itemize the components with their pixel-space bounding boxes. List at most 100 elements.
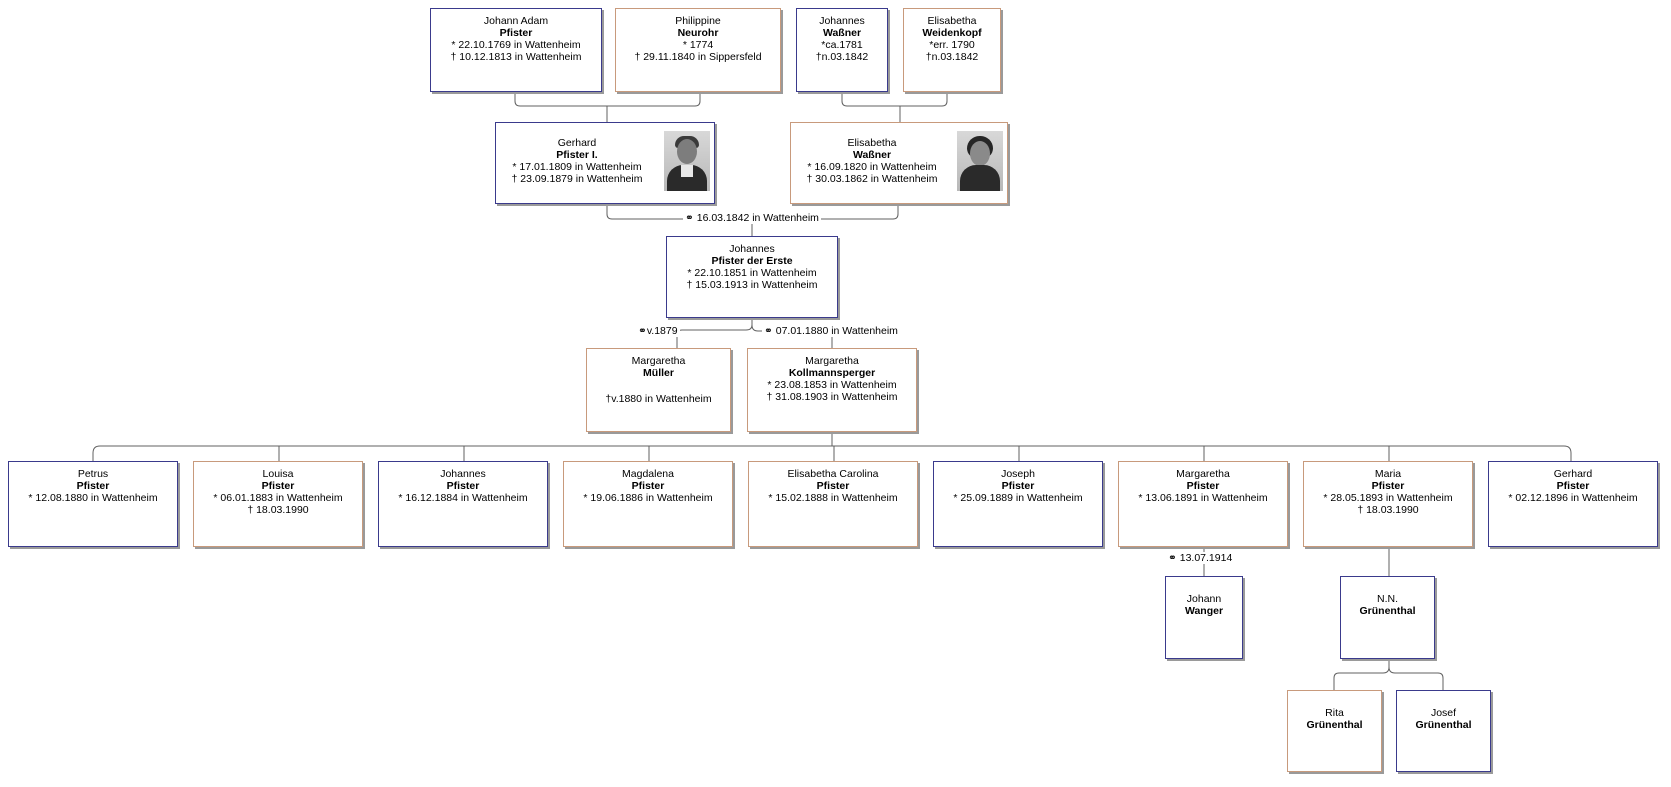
first-name: Joseph [1001,468,1035,480]
person-card[interactable]: Elisabetha Weidenkopf *err. 1790 †n.03.1… [903,8,1001,92]
person-card[interactable]: Rita Grünenthal [1287,690,1382,772]
person-card[interactable]: Gerhard Pfister * 02.12.1896 in Wattenhe… [1488,461,1658,547]
death-text: 23.09.1879 in Wattenheim [520,173,643,185]
last-name: Pfister der Erste [711,255,793,267]
last-name: Pfister [816,480,850,492]
birth-text: 22.10.1769 in Wattenheim [458,39,581,51]
first-name: Johannes [819,15,865,27]
death-event: †v.1880 in Wattenheim [587,393,730,405]
birth-icon: * [213,492,218,504]
last-name: Pfister [1556,480,1590,492]
person-card[interactable]: N.N. Grünenthal [1340,576,1435,659]
birth-text: 23.08.1853 in Wattenheim [774,379,897,391]
birth-event: *ca.1781 [797,39,887,51]
person-card[interactable]: Josef Grünenthal [1396,690,1491,772]
birth-text: err. 1790 [933,39,975,51]
first-name: Johannes [440,468,486,480]
person-card[interactable]: Louisa Pfister * 06.01.1883 in Wattenhei… [193,461,363,547]
person-card[interactable]: Johannes Pfister der Erste * 22.10.1851 … [666,236,838,318]
last-name: Pfister [1001,480,1035,492]
birth-icon: * [821,39,826,51]
person-text: Gerhard Pfister I. * 17.01.1809 in Watte… [496,137,658,185]
person-card[interactable]: Joseph Pfister * 25.09.1889 in Wattenhei… [933,461,1103,547]
birth-event: * 25.09.1889 in Wattenheim [934,492,1102,504]
person-card[interactable]: Elisabetha Waßner * 16.09.1820 in Watten… [790,122,1008,204]
birth-icon: * [1138,492,1143,504]
birth-text: 12.08.1880 in Wattenheim [35,492,158,504]
person-card[interactable]: Johann Adam Pfister * 22.10.1769 in Watt… [430,8,602,92]
death-icon: † [686,279,693,291]
birth-event: * 15.02.1888 in Wattenheim [749,492,917,504]
birth-text: 22.10.1851 in Wattenheim [694,267,817,279]
person-card[interactable]: Margaretha Kollmannsperger * 23.08.1853 … [747,348,917,432]
last-name: Pfister [499,27,533,39]
person-text: Elisabetha Waßner * 16.09.1820 in Watten… [791,137,953,185]
death-event: †n.03.1842 [904,51,1000,63]
death-text: n.03.1842 [931,51,979,63]
birth-icon: * [451,39,456,51]
last-name: Pfister [631,480,665,492]
person-card[interactable]: Philippine Neurohr * 1774 † 29.11.1840 i… [615,8,781,92]
birth-text: 25.09.1889 in Wattenheim [960,492,1083,504]
person-card[interactable]: Elisabetha Carolina Pfister * 15.02.1888… [748,461,918,547]
marriage-date: 07.01.1880 in Wattenheim [775,325,898,337]
death-text: 30.03.1862 in Wattenheim [815,173,938,185]
death-icon: † [450,51,457,63]
death-event: † 23.09.1879 in Wattenheim [496,173,658,185]
first-name: Petrus [77,468,109,480]
marriage-icon: ⚭ [1168,552,1177,564]
portrait-photo[interactable] [664,131,710,191]
death-icon: † [925,51,932,63]
marriage-date: v.1879 [646,325,678,337]
person-card[interactable]: Petrus Pfister * 12.08.1880 in Wattenhei… [8,461,178,547]
birth-text: 16.12.1884 in Wattenheim [405,492,528,504]
first-name: Gerhard [1553,468,1593,480]
connector-line [514,92,701,107]
birth-event: * 16.09.1820 in Wattenheim [791,161,953,173]
person-card[interactable]: Johannes Pfister * 16.12.1884 in Wattenh… [378,461,548,547]
death-icon: † [1357,504,1364,516]
death-text: 18.03.1990 [1366,504,1419,516]
last-name: Pfister [446,480,480,492]
portrait-photo[interactable] [957,131,1003,191]
first-name: Johann Adam [483,15,549,27]
last-name: Pfister [1371,480,1405,492]
death-event: † 18.03.1990 [1304,504,1472,516]
person-card[interactable]: Maria Pfister * 28.05.1893 in Wattenheim… [1303,461,1473,547]
marriage-icon: ⚭ [685,212,694,224]
birth-text: 1774 [689,39,714,51]
last-name: Pfister [261,480,295,492]
birth-event: * 13.06.1891 in Wattenheim [1119,492,1287,504]
death-event: † 29.11.1840 in Sippersfeld [616,51,780,63]
death-text: 29.11.1840 in Sippersfeld [643,51,762,63]
connector-line [1388,666,1444,690]
marriage-label: ⚭ 16.03.1842 in Wattenheim [683,212,821,224]
birth-text: ca.1781 [825,39,863,51]
marriage-label: ⚭ 07.01.1880 in Wattenheim [762,325,900,337]
person-card[interactable]: Magdalena Pfister * 19.06.1886 in Watten… [563,461,733,547]
person-card[interactable]: Gerhard Pfister I. * 17.01.1809 in Watte… [495,122,715,204]
birth-icon: * [768,492,773,504]
birth-text: 13.06.1891 in Wattenheim [1145,492,1268,504]
birth-text: 17.01.1809 in Wattenheim [519,161,642,173]
first-name: Margaretha [1176,468,1230,480]
death-text: 10.12.1813 in Wattenheim [459,51,582,63]
death-event: † 30.03.1862 in Wattenheim [791,173,953,185]
person-card[interactable]: Margaretha Müller †v.1880 in Wattenheim [586,348,731,432]
first-name: Elisabetha Carolina [787,468,879,480]
last-name: Pfister [1186,480,1220,492]
first-name: Elisabetha [927,15,977,27]
birth-icon: * [807,161,812,173]
marriage-icon: ⚭ [638,325,647,337]
person-card[interactable]: Johann Wanger [1165,576,1243,659]
connector-line [278,446,1390,461]
connector-line [676,318,753,348]
death-icon: † [766,391,773,403]
marriage-label: ⚭ 13.07.1914 [1166,552,1235,564]
person-card[interactable]: Margaretha Pfister * 13.06.1891 in Watte… [1118,461,1288,547]
last-name: Grünenthal [1359,605,1416,617]
last-name: Pfister I. [556,149,598,161]
person-card[interactable]: Johannes Waßner *ca.1781 †n.03.1842 [796,8,888,92]
last-name: Grünenthal [1306,719,1363,731]
